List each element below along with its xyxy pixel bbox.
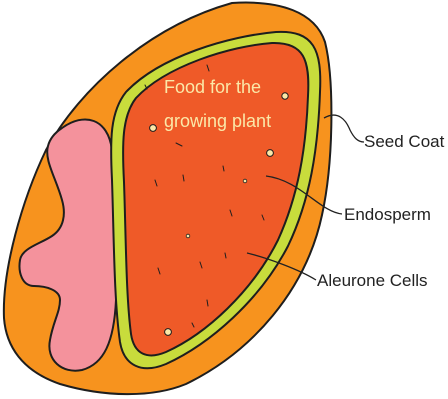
starch-dot xyxy=(267,150,274,157)
endosperm-label: Endosperm xyxy=(344,205,431,224)
inner-label-line1: Food for the xyxy=(164,77,261,97)
aleurone-label: Aleurone Cells xyxy=(317,271,428,290)
starch-dot xyxy=(165,329,172,336)
seed-coat-label: Seed Coat xyxy=(364,132,445,151)
starch-dot xyxy=(243,179,247,183)
starch-dot xyxy=(150,125,157,132)
starch-dot xyxy=(186,234,190,238)
starch-dot xyxy=(282,93,288,99)
inner-label-line2: growing plant xyxy=(164,111,271,131)
